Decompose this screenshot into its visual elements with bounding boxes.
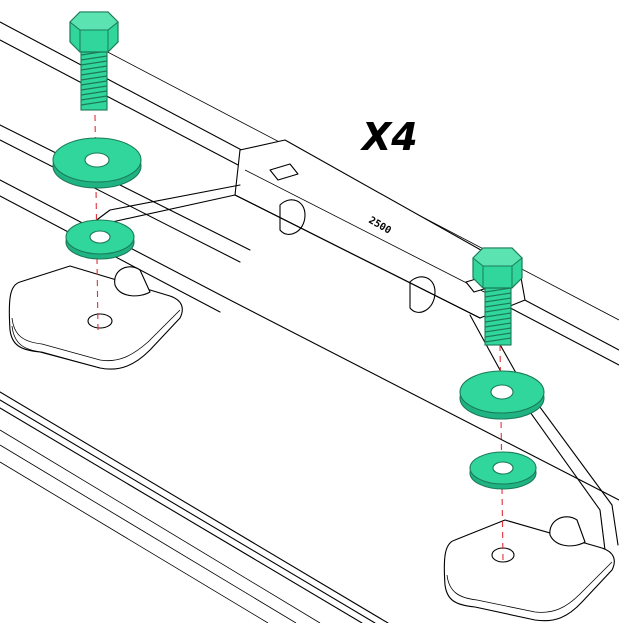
- foot-hole-left: [87, 313, 113, 329]
- hex-bolt-right: [472, 247, 523, 346]
- flat-washer-right-upper: [459, 370, 545, 420]
- hex-bolt-left: [69, 11, 119, 111]
- foot-tab-right: [549, 516, 586, 547]
- flat-washer-right-lower: [469, 451, 537, 490]
- bracket-bar: 2500: [234, 139, 526, 319]
- right-mounting-foot: [443, 516, 615, 622]
- square-hole-left: [269, 163, 299, 181]
- flat-washer-left-lower: [65, 219, 135, 260]
- right-strap: [469, 314, 619, 551]
- flat-washer-left-upper: [52, 137, 142, 189]
- lower-rail: [0, 391, 389, 623]
- left-mounting-foot: [8, 265, 183, 370]
- foot-tab-left: [114, 266, 151, 297]
- quantity-label: X4: [360, 115, 418, 159]
- left-strap: [89, 184, 241, 226]
